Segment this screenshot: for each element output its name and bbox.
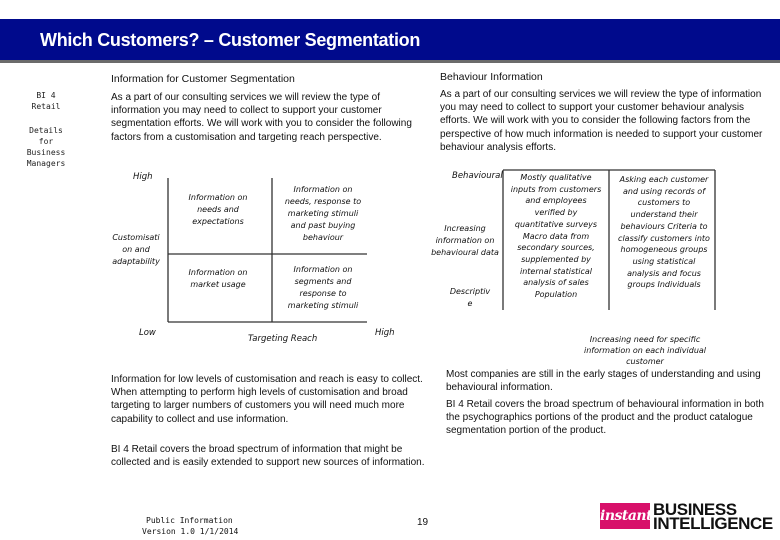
matrix-cell-top-left: Information on needs and expectations: [188, 193, 248, 226]
behaviour-bottom-label: Descriptiv e: [449, 287, 491, 308]
sidebar-audience-line: for: [38, 137, 54, 146]
matrix-cell-bottom-right: Information on segments and response to …: [287, 265, 359, 310]
logo-line-1: BUSINESS: [653, 500, 737, 519]
header-band: [0, 19, 780, 61]
header-shadow: [0, 60, 780, 63]
right-note-2: BI 4 Retail covers the broad spectrum of…: [446, 399, 764, 437]
matrix-x-label: Targeting Reach: [248, 334, 318, 344]
sidebar-audience-line: Business: [26, 148, 66, 157]
sidebar-product-line: BI 4: [36, 91, 56, 100]
matrix-x-high: High: [375, 328, 395, 338]
behaviour-right-box: Asking each customer and using records o…: [618, 175, 710, 290]
matrix-y-high: High: [133, 172, 153, 182]
behaviour-bottom-caption: Increasing need for specific information…: [583, 335, 707, 366]
right-note-1: Most companies are still in the early st…: [446, 369, 761, 394]
left-section-body: As a part of our consulting services we …: [111, 92, 412, 143]
logo-line-2: INTELLIGENCE: [653, 514, 773, 533]
brand-logo: instant BUSINESS INTELLIGENCE: [600, 500, 776, 534]
page-number: 19: [417, 517, 429, 528]
page-title: Which Customers? – Customer Segmentation: [40, 30, 421, 50]
behaviour-side-label: Increasing information on behavioural da…: [431, 224, 499, 257]
logo-instant-mark: instant: [600, 503, 653, 529]
matrix-cell-bottom-left: Information on market usage: [188, 268, 248, 289]
left-note-1: Information for low levels of customisat…: [111, 374, 423, 425]
behaviour-top-label: Behavioural: [452, 171, 503, 181]
sidebar-audience: Details for Business Managers: [22, 125, 70, 169]
left-note-2: BI 4 Retail covers the broad spectrum of…: [111, 444, 425, 469]
sidebar-product-line: Retail: [31, 102, 61, 111]
footer-version: Version 1.0 1/1/2014: [142, 527, 239, 536]
matrix-cell-top-right: Information on needs, response to market…: [284, 185, 362, 242]
matrix-y-label: Customisati on and adaptability: [112, 233, 160, 266]
right-section-heading: Behaviour Information: [440, 71, 543, 83]
footer-classification: Public Information: [146, 516, 233, 525]
sidebar-product: BI 4 Retail: [22, 90, 70, 112]
left-section-heading: Information for Customer Segmentation: [111, 73, 295, 85]
sidebar-audience-line: Managers: [26, 159, 66, 168]
behaviour-left-box: Mostly qualitative inputs from customers…: [510, 173, 602, 300]
sidebar-audience-line: Details: [29, 126, 63, 135]
matrix-y-low: Low: [139, 328, 156, 338]
right-section-body: As a part of our consulting services we …: [440, 89, 763, 153]
